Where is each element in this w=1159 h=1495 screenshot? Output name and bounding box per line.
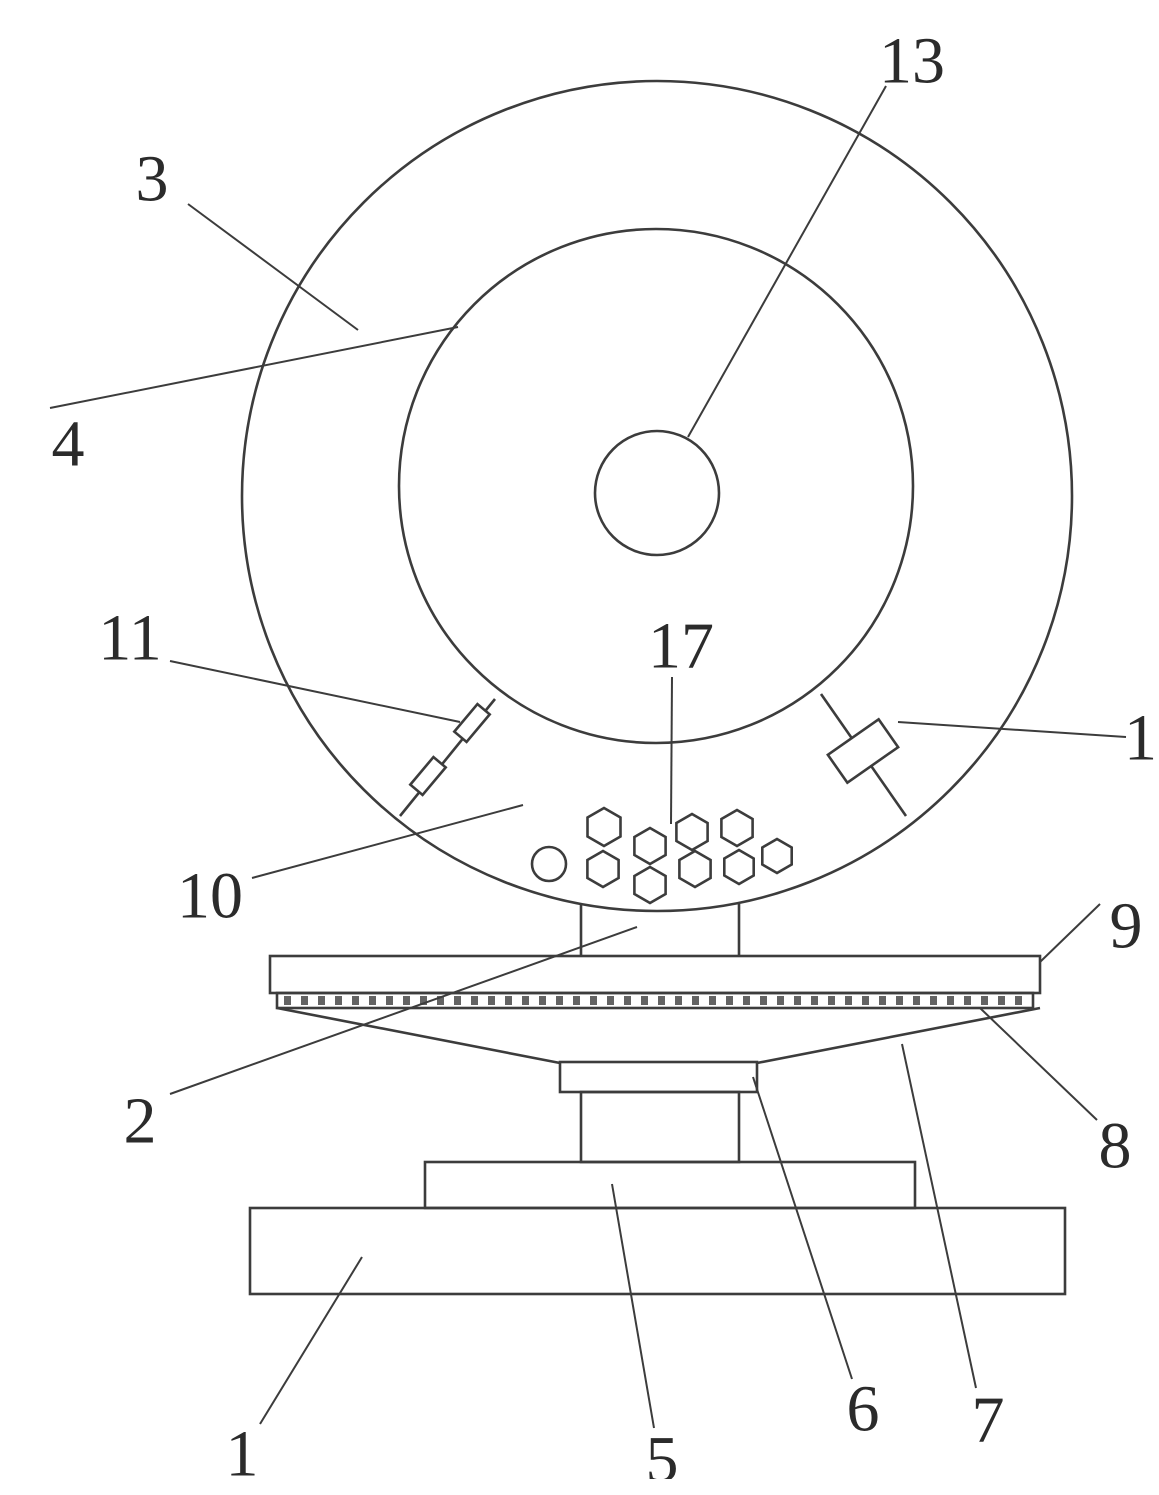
part-label-10: 10: [177, 860, 243, 933]
left-damper-lower-block: [410, 757, 445, 795]
granule-hexagon: [679, 851, 710, 887]
leader-line-6: [753, 1077, 852, 1379]
left-damper-upper-block: [454, 704, 489, 742]
granule-hexagon: [724, 850, 753, 884]
support-plate: [270, 956, 1040, 993]
granule-hexagon: [721, 810, 752, 846]
part-label-3: 3: [136, 143, 169, 216]
middle-block: [425, 1162, 915, 1208]
diagram-canvas: 3 4 13 11 17 12 10 9 2 8 1 5 6 7: [40, 16, 1159, 1479]
granule-hexagon: [676, 814, 707, 850]
hub-hole-circle: [595, 431, 719, 555]
granule-circle: [532, 847, 566, 881]
leader-line-12: [898, 722, 1126, 737]
granule-hexagon: [634, 828, 665, 864]
leader-line-13: [688, 86, 886, 437]
shaft-column-block: [581, 1092, 739, 1162]
part-label-17: 17: [648, 610, 714, 683]
dish-right-slant: [757, 1008, 1040, 1063]
granule-hexagon: [762, 839, 791, 873]
part-label-6: 6: [847, 1373, 880, 1446]
leader-line-7: [902, 1044, 976, 1388]
leader-line-2: [170, 927, 637, 1094]
patent-figure: 3 4 13 11 17 12 10 9 2 8 1 5 6 7: [40, 16, 1159, 1479]
granule-hexagon: [634, 867, 665, 903]
leader-line-5: [612, 1184, 654, 1428]
part-label-5: 5: [646, 1424, 679, 1480]
shaft-flange-block: [560, 1062, 757, 1092]
right-paddle-block: [828, 719, 898, 782]
part-label-2: 2: [124, 1085, 157, 1158]
granule-hexagon: [588, 808, 621, 846]
leader-line-17: [671, 677, 672, 824]
part-label-8: 8: [1099, 1110, 1132, 1183]
part-label-11: 11: [98, 602, 162, 675]
part-label-1: 1: [226, 1418, 259, 1480]
part-label-4: 4: [52, 408, 85, 481]
part-label-13: 13: [879, 25, 945, 98]
leader-line-1: [260, 1257, 362, 1424]
outer-wheel-circle: [242, 81, 1072, 911]
leader-line-9: [1040, 904, 1100, 962]
part-label-7: 7: [972, 1384, 1005, 1457]
dish-left-slant: [277, 1008, 560, 1063]
part-label-12: 12: [1124, 702, 1159, 775]
granule-hexagon: [587, 851, 618, 887]
leader-line-11: [170, 661, 460, 722]
leader-line-3: [188, 204, 358, 330]
base-block: [250, 1208, 1065, 1294]
leader-line-8: [980, 1008, 1097, 1120]
leader-line-10: [252, 805, 523, 878]
part-label-9: 9: [1110, 890, 1143, 963]
